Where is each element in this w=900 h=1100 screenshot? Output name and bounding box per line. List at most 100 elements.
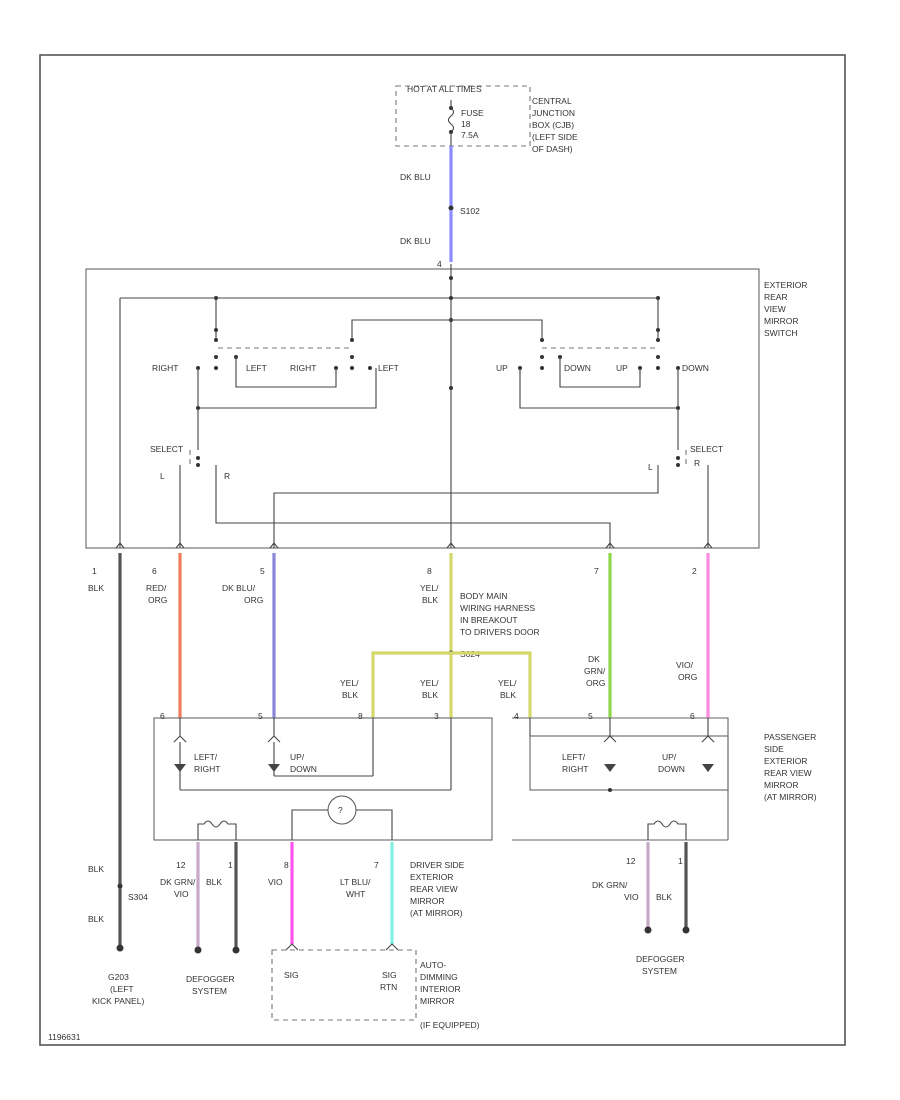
autodim-name-3: INTERIOR	[420, 984, 461, 994]
harness-note-4: TO DRIVERS DOOR	[460, 627, 540, 637]
pin-5-color-2: ORG	[244, 595, 263, 605]
select-left-l: L	[160, 471, 165, 481]
driver-motor-lr-1: LEFT/	[194, 752, 218, 762]
driver-motor-lr-2: RIGHT	[194, 764, 220, 774]
feed-wire-bottom-color: DK BLU	[400, 236, 431, 246]
connector-labels: 1 BLK 6 RED/ ORG 5 DK BLU/ ORG 8 YEL/ BL…	[88, 566, 697, 688]
defog-right-wire-1b: VIO	[624, 892, 639, 902]
svg-text:?: ?	[338, 805, 343, 815]
pin-7: 7	[594, 566, 599, 576]
driver-motor-ud-1: UP/	[290, 752, 305, 762]
cjb-line-2: JUNCTION	[532, 108, 575, 118]
ec-wire-ltblu-2: WHT	[346, 889, 365, 899]
pin-6-color-1: RED/	[146, 583, 167, 593]
switch-label-left-2: LEFT	[378, 363, 399, 373]
harness-note-1: BODY MAIN	[460, 591, 508, 601]
switch-label-up-2: UP	[616, 363, 628, 373]
ground-name-3: KICK PANEL)	[92, 996, 144, 1006]
ground-name-1: G203	[108, 972, 129, 982]
fuse-label: FUSE	[461, 108, 484, 118]
driver-motor-ud-2: DOWN	[290, 764, 317, 774]
branch-right-color-2: BLK	[500, 690, 516, 700]
ec-pin-8: 8	[284, 860, 289, 870]
cjb-line-5: OF DASH)	[532, 144, 573, 154]
select-right-l: L	[648, 462, 653, 472]
passenger-motor-lr-1: LEFT/	[562, 752, 586, 762]
driver-name-4: MIRROR	[410, 896, 444, 906]
ground-wire-top: BLK	[88, 864, 104, 874]
right-contacts	[518, 328, 680, 410]
pin-1-color: BLK	[88, 583, 104, 593]
passenger-name-5: MIRROR	[764, 780, 798, 790]
ground-name-2: (LEFT	[110, 984, 134, 994]
autodim-pin-sig-2: SIG	[382, 970, 397, 980]
left-contacts	[196, 328, 377, 410]
switch-terminals	[115, 542, 713, 549]
ground-splice: S304	[128, 892, 148, 902]
passenger-name-4: REAR VIEW	[764, 768, 812, 778]
switch-label-up-1: UP	[496, 363, 508, 373]
splice-s102: S102	[460, 206, 480, 216]
driver-motor-ud-icon	[268, 764, 280, 772]
switch-label-right-2: RIGHT	[290, 363, 316, 373]
feed-wire-top-color: DK BLU	[400, 172, 431, 182]
switch-name-4: MIRROR	[764, 316, 798, 326]
pin-2-color-2: ORG	[678, 672, 697, 682]
defog-right-pin-12: 12	[626, 856, 636, 866]
passenger-mirror: 4 5 6 LEFT/ RIGHT UP/ DOWN	[512, 711, 729, 841]
autodim-name-5: (IF EQUIPPED)	[420, 1020, 480, 1030]
passenger-pin-5: 5	[588, 711, 593, 721]
driver-pin-8: 8	[358, 711, 363, 721]
hot-at-all-times-label: HOT AT ALL TIMES	[407, 84, 482, 94]
passenger-lower-wires: 12 1 DK GRN/ VIO BLK DEFOGGER SYSTEM	[592, 842, 690, 976]
autodim-pin-rtn: RTN	[380, 982, 397, 992]
switch-name: EXTERIOR REAR VIEW MIRROR SWITCH	[764, 280, 807, 338]
autodim-name-2: DIMMING	[420, 972, 458, 982]
select-right-label: SELECT	[690, 444, 723, 454]
footer-code: 1196631	[48, 1032, 81, 1042]
driver-pin-3: 3	[434, 711, 439, 721]
pin-7-color-3: ORG	[586, 678, 605, 688]
switch-label-down-1: DOWN	[564, 363, 591, 373]
switch-name-1: EXTERIOR	[764, 280, 807, 290]
pin-8-color-1: YEL/	[420, 583, 439, 593]
passenger-pin-6: 6	[690, 711, 695, 721]
switch-labels: RIGHT LEFT RIGHT LEFT UP DOWN UP DOWN SE…	[150, 363, 723, 481]
ground-g203: BLK S304 BLK G203 (LEFT KICK PANEL)	[88, 864, 148, 1006]
defogger-left-label: DEFOGGER SYSTEM	[186, 974, 235, 996]
defog-left-name-1: DEFOGGER	[186, 974, 235, 984]
branch-left-color-2: BLK	[342, 690, 358, 700]
driver-motor-lr-icon	[174, 764, 186, 772]
passenger-name-2: SIDE	[764, 744, 784, 754]
pin-7-color-2: GRN/	[584, 666, 606, 676]
passenger-pin-4: 4	[514, 711, 519, 721]
passenger-name-3: EXTERIOR	[764, 756, 807, 766]
ec-wire-vio: VIO	[268, 877, 283, 887]
pin-2: 2	[692, 566, 697, 576]
cjb-line-1: CENTRAL	[532, 96, 572, 106]
passenger-name-1: PASSENGER	[764, 732, 816, 742]
autodim-name-4: MIRROR	[420, 996, 454, 1006]
select-right-r: R	[694, 458, 700, 468]
power-source: HOT AT ALL TIMES FUSE 18 7.5A	[395, 84, 531, 147]
cjb-line-4: (LEFT SIDE	[532, 132, 578, 142]
pin-1: 1	[92, 566, 97, 576]
select-switches	[119, 297, 709, 548]
pin-2-color-1: VIO/	[676, 660, 694, 670]
select-left-r: R	[224, 471, 230, 481]
driver-name-5: (AT MIRROR)	[410, 908, 463, 918]
diagram-frame	[39, 54, 846, 1046]
driver-name-1: DRIVER SIDE	[410, 860, 465, 870]
switch-output-wires	[118, 553, 710, 946]
autodim-name-1: AUTO-	[420, 960, 446, 970]
split-yel-blk: S624 YEL/ BLK YEL/ BLK YEL/ BLK	[340, 649, 532, 718]
harness-note-2: WIRING HARNESS	[460, 603, 535, 613]
defog-left-wire-1a: DK GRN/	[160, 877, 196, 887]
autodim-mirror: SIG SIG RTN AUTO- DIMMING INTERIOR MIRRO…	[271, 943, 480, 1030]
feed-wire: DK BLU S102 DK BLU 4	[400, 132, 480, 269]
pin-5-color-1: DK BLU/	[222, 583, 256, 593]
harness-note: BODY MAIN WIRING HARNESS IN BREAKOUT TO …	[460, 591, 540, 637]
branch-right-color-1: YEL/	[498, 678, 517, 688]
switch-internal-wiring	[119, 264, 709, 548]
